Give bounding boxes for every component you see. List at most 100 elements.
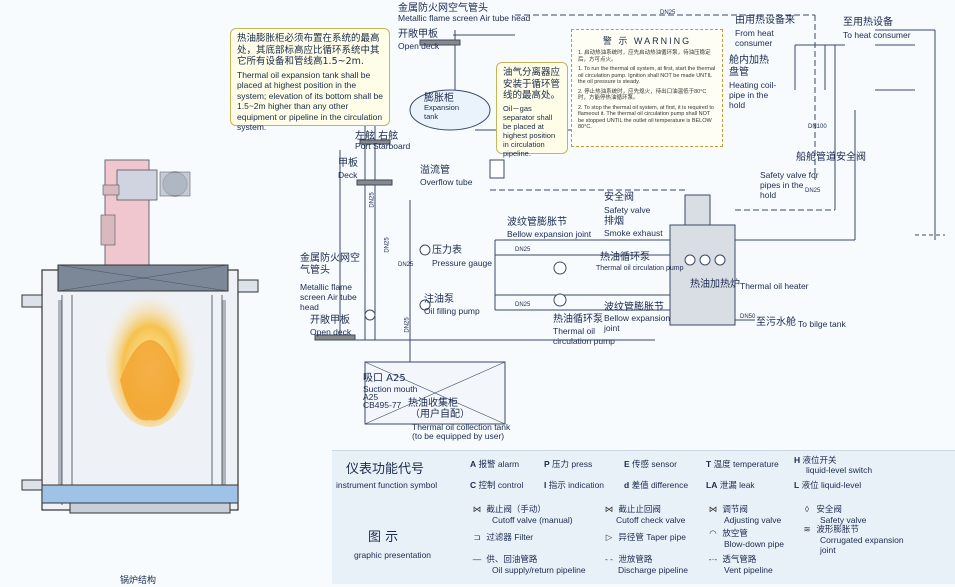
warning-item-1: 1. 启动热油系统时，应先启动热油循环泵，待油压稳定后，方可点火。 bbox=[578, 50, 711, 63]
symbol-zh: 供、回油管路 bbox=[486, 554, 538, 564]
symbol-zh: 泄放管路 bbox=[618, 554, 653, 564]
collection-tank-zh: 热油收集柜 bbox=[408, 398, 458, 409]
code-letter: E bbox=[624, 459, 630, 469]
expansion-tank-note-en: Thermal oil expansion tank shall be plac… bbox=[237, 69, 383, 133]
to-consumer-en: To heat consumer bbox=[843, 30, 911, 40]
dn-label: DN25 bbox=[515, 302, 531, 308]
symbol-en: Safety valve bbox=[820, 515, 867, 525]
expansion-joint-icon: ≋ bbox=[803, 524, 811, 534]
symbol-zh: 过滤器 Filter bbox=[486, 532, 534, 542]
suction-code: A25 bbox=[363, 392, 379, 402]
supply-line-icon: — bbox=[472, 554, 482, 564]
dn-label: DN25 bbox=[398, 262, 414, 268]
flame-screen-top-en: Metallic flame screen Air tube head bbox=[398, 13, 531, 23]
symbol-zh: 异径管 Taper pipe bbox=[618, 532, 686, 542]
filling-pump-zh: 注油泵 bbox=[424, 294, 454, 305]
heater-cutaway bbox=[21, 159, 259, 514]
dn-label: DN25 bbox=[404, 317, 411, 333]
dn-label: DN100 bbox=[808, 124, 827, 130]
deck-zh: 甲板 bbox=[338, 158, 358, 169]
suction-zh: 吸口 A25 bbox=[363, 373, 406, 384]
separator-note-en: Oil－gas separator shall be placed at hig… bbox=[503, 103, 556, 158]
symbol-zh: 截止止回阀 bbox=[618, 504, 661, 514]
code-letter: T bbox=[706, 459, 712, 469]
code-text: 差值 difference bbox=[631, 480, 689, 490]
open-deck-left-zh: 开敞甲板 bbox=[310, 315, 350, 326]
warning-item-3: 2. 停止热油系统时，应先熄火，待出口油温低于80°C时，方能停热油循环泵。 bbox=[578, 88, 707, 102]
code-letter: A bbox=[470, 459, 477, 469]
heater-en: Thermal oil heater bbox=[740, 281, 809, 291]
circ-pump-top-zh: 热油循环泵 bbox=[600, 252, 650, 263]
symbol-en: Oil supply/return pipeline bbox=[492, 565, 586, 575]
symbol-en: Corrugated expansion joint bbox=[820, 535, 904, 555]
symbol-zh: 透气管路 bbox=[722, 554, 757, 564]
check-valve-icon: ⋈ bbox=[604, 504, 614, 514]
safety-hold-en: Safety valve for pipes in the hold bbox=[760, 170, 819, 200]
pressure-gauge-zh: 压力表 bbox=[432, 245, 462, 256]
symbol-en: Adjusting valve bbox=[724, 515, 782, 525]
expansion-tank-note-zh: 热油膨胀柜必须布置在系统的最高处，其底部标高应比循环系统中其它所有设备和管线高1… bbox=[237, 33, 380, 67]
code-letter: d bbox=[624, 480, 630, 490]
from-consumer-zh: 由用热设备来 bbox=[735, 15, 795, 26]
open-deck-top-zh: 开敞甲板 bbox=[398, 29, 438, 40]
circ-pump-bottom-en: Thermal oil circulation pump bbox=[553, 326, 615, 346]
circ-pump-top-en: Thermal oil circulation pump bbox=[596, 265, 684, 272]
cutoff-valve-icon: ⋈ bbox=[472, 504, 482, 514]
symbol-en: Cutoff check valve bbox=[616, 515, 686, 525]
expansion-tank-zh: 膨胀柜 bbox=[424, 93, 454, 104]
filling-pump-en: Oil filling pump bbox=[424, 306, 480, 316]
symbol-en: Discharge pipeline bbox=[618, 565, 688, 575]
symbol-en: Cutoff valve (manual) bbox=[492, 515, 573, 525]
safety-hold-zh: 船舱管道安全阀 bbox=[796, 152, 866, 163]
code-text: 报警 alarm bbox=[478, 459, 520, 469]
from-consumer-en: From heat consumer bbox=[735, 28, 774, 48]
flame-screen-left-zh: 金属防火网空气管头 bbox=[300, 253, 360, 276]
expansion-tank-note: 热油膨胀柜必须布置在系统的最高处，其底部标高应比循环系统中其它所有设备和管线高1… bbox=[230, 28, 390, 132]
bilge-en: To bilge tank bbox=[798, 319, 846, 329]
circ-pump-bottom-zh: 热油循环泵 bbox=[553, 314, 603, 325]
flame-screen-top-zh: 金属防火网空气管头 bbox=[398, 3, 488, 14]
smoke-en: Smoke exhaust bbox=[604, 228, 663, 238]
pressure-gauge-en: Pressure gauge bbox=[432, 258, 493, 268]
bellow-joint-top-en: Bellow expansion joint bbox=[507, 229, 592, 239]
symbol-zh: 截止阀（手动） bbox=[486, 504, 546, 514]
code-text: 控制 control bbox=[478, 480, 524, 490]
coil-zh: 舱内加热盘管 bbox=[729, 55, 769, 78]
safety-valve-en: Safety valve bbox=[604, 205, 651, 215]
deck-en: Deck bbox=[338, 170, 358, 180]
code-text: 传感 sensor bbox=[632, 459, 677, 469]
symbol-en: Vent pipeline bbox=[724, 565, 773, 575]
dn-label: DN50 bbox=[740, 314, 756, 320]
code-text: 压力 press bbox=[552, 459, 593, 469]
heater-zh: 热油加热炉 bbox=[690, 279, 740, 290]
separator-note: 油气分离器应安装于循环管线的最高处。 Oil－gas separator sha… bbox=[496, 62, 568, 158]
collection-tank-zh2: （用户自配） bbox=[410, 409, 470, 420]
symbol-en: Blow-down pipe bbox=[724, 539, 785, 549]
bilge-zh: 至污水舱 bbox=[756, 317, 796, 328]
bottom-caption: 锅炉结构 bbox=[120, 576, 157, 586]
discharge-line-icon: - - bbox=[604, 554, 614, 564]
bellow-joint-bottom-en: Bellow expansion joint bbox=[604, 313, 671, 333]
warning-title: 警 示 WARNING bbox=[602, 36, 692, 46]
code-text: 温度 temperature bbox=[713, 459, 779, 469]
code-letter: LA bbox=[706, 480, 718, 490]
vent-line-icon: -·- bbox=[708, 554, 718, 564]
open-deck-left-en: Open deck bbox=[310, 327, 352, 337]
port-starboard-zh: 左舷 右舷 bbox=[355, 131, 399, 142]
suction-en: Suction mouth bbox=[363, 384, 418, 394]
overflow-zh: 溢流管 bbox=[420, 165, 450, 176]
safety-valve-zh: 安全阀 bbox=[604, 192, 634, 203]
flame-screen-left-en: Metallic flame screen Air tube head bbox=[300, 282, 357, 312]
expansion-tank-en: Expansion tank bbox=[424, 103, 460, 121]
code-letter: H bbox=[794, 455, 801, 465]
code-letter: C bbox=[470, 480, 477, 490]
port-starboard-en: Port Starboard bbox=[355, 141, 411, 151]
warning-item-2: 1. To run the thermal oil system, at fir… bbox=[578, 66, 716, 85]
graphic-title-en: graphic presentation bbox=[354, 550, 432, 560]
collection-tank-en: Thermal oil collection tank bbox=[412, 422, 511, 432]
bellow-joint-top-zh: 波纹管膨胀节 bbox=[507, 217, 567, 228]
bellow-joint-bottom-zh: 波纹管膨胀节 bbox=[604, 302, 664, 313]
graphic-title-zh: 图 示 bbox=[368, 530, 399, 545]
dn-label: DN25 bbox=[660, 10, 676, 16]
coil-en: Heating coil-pipe in the hold bbox=[729, 80, 777, 110]
